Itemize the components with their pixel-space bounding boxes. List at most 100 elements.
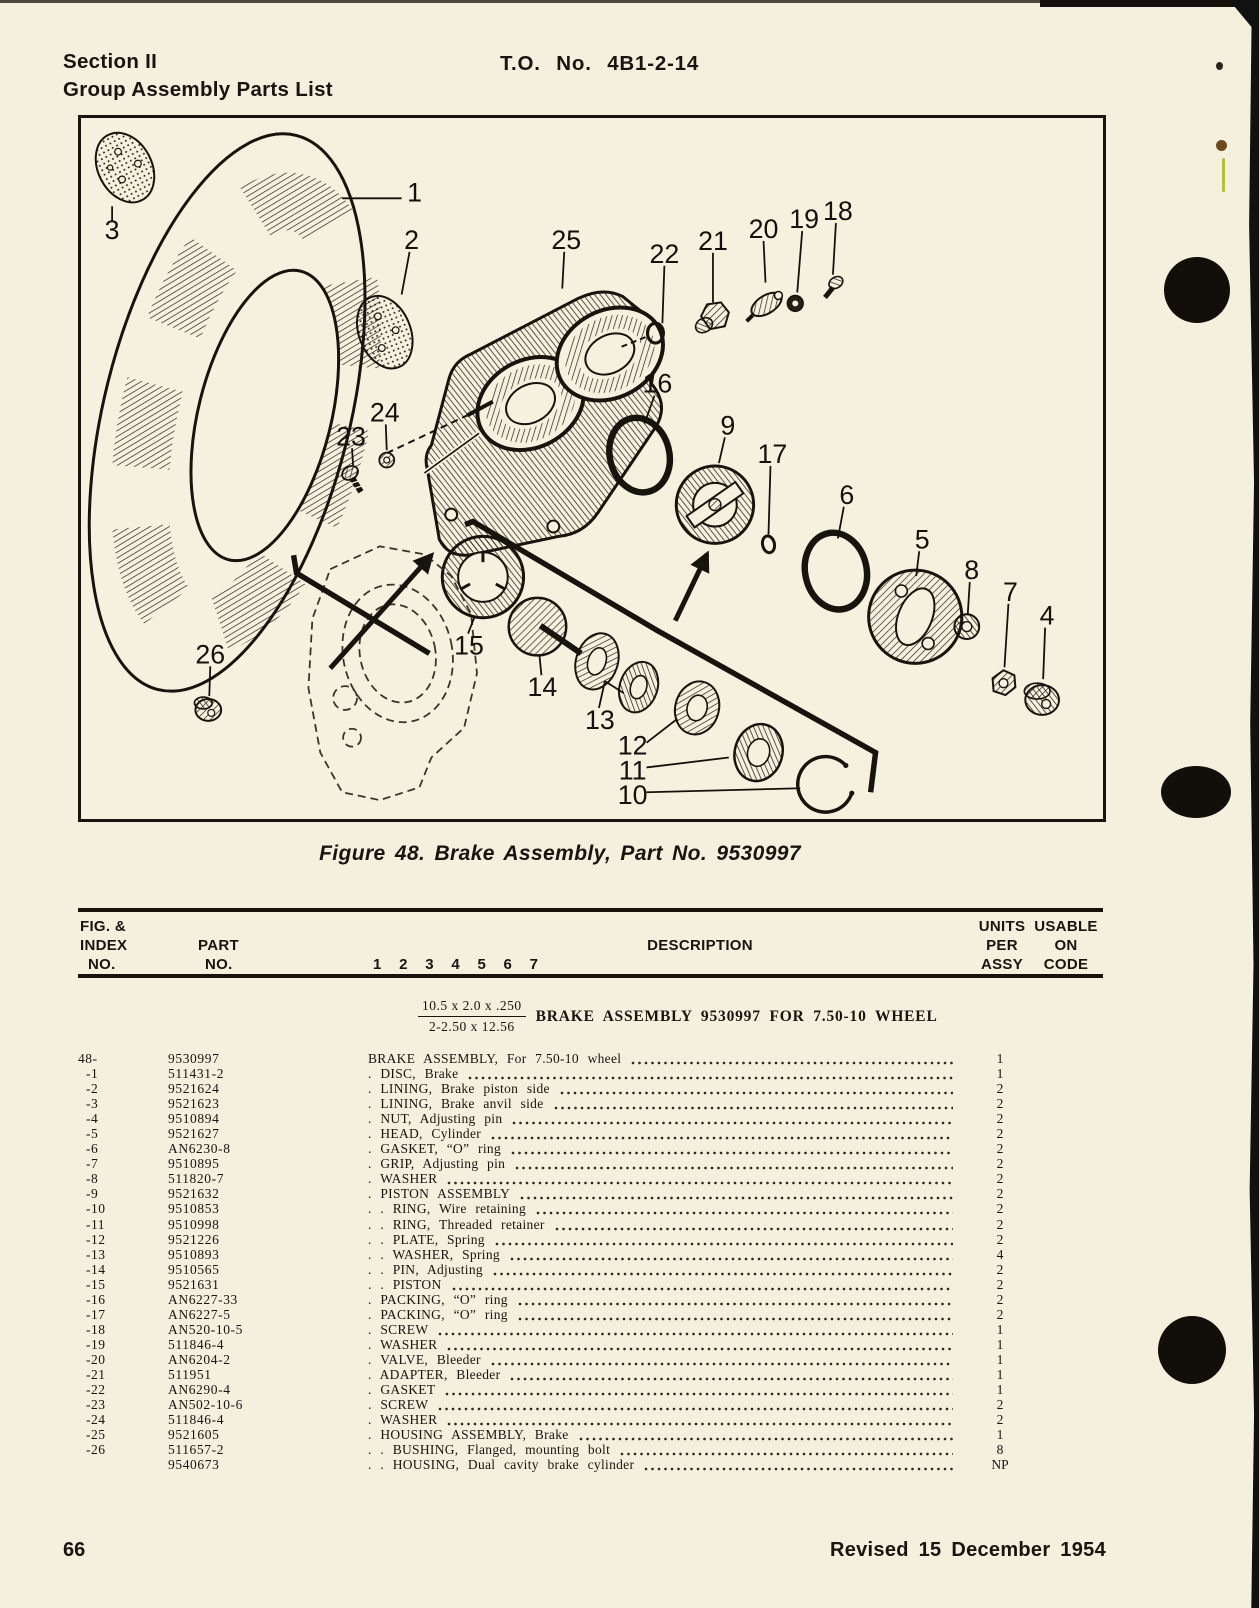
- punch-hole-bottom: [1158, 1316, 1226, 1384]
- callout-22: 22: [649, 239, 679, 269]
- lining-2-art: [356, 294, 414, 370]
- units-cell: 1: [996, 1051, 1004, 1066]
- units-cell: 2: [996, 1291, 1004, 1307]
- units-cell: 2: [996, 1276, 1004, 1292]
- part-number-cell: AN6290-4: [168, 1382, 231, 1398]
- col-description: DESCRIPTION: [647, 937, 753, 954]
- callout-9: 9: [720, 410, 735, 440]
- fig-index-cell: -20: [86, 1351, 106, 1367]
- part-number-cell: 511846-4: [168, 1336, 225, 1352]
- dot-leader: [554, 1226, 953, 1231]
- units-cell: 2: [996, 1096, 1004, 1112]
- callout-13: 13: [585, 705, 615, 735]
- part-number-cell: 9521623: [168, 1096, 220, 1112]
- o-ring-6-art: [801, 529, 871, 613]
- green-mark: [1222, 158, 1225, 192]
- callout-leader-17: [767, 465, 772, 535]
- callout-14: 14: [528, 672, 558, 702]
- dot-leader: [520, 1196, 953, 1201]
- size-denominator: 2-2.50 x 12.56: [428, 1019, 515, 1034]
- description-cell: . ADAPTER, Bleeder: [368, 1367, 961, 1383]
- col-code-line2: ON: [1054, 937, 1078, 954]
- units-cell: 1: [996, 1427, 1004, 1443]
- callout-6: 6: [839, 480, 854, 510]
- part-number-cell: 9540673: [168, 1457, 220, 1473]
- units-cell: 2: [996, 1171, 1004, 1187]
- figure-caption: Figure 48. Brake Assembly, Part No. 9530…: [319, 842, 801, 865]
- dot-leader: [468, 1076, 953, 1081]
- fig-index-cell: -16: [86, 1291, 106, 1307]
- housing-art: [422, 290, 665, 557]
- description-cell: . VALVE, Bleeder: [368, 1352, 961, 1368]
- callout-21: 21: [698, 226, 728, 256]
- callout-19: 19: [789, 204, 819, 234]
- callout-1: 1: [407, 177, 422, 207]
- dot-leader: [517, 1316, 953, 1321]
- description-cell: . . HOUSING, Dual cavity brake cylinder: [368, 1457, 961, 1473]
- callout-leader-8: [966, 581, 971, 614]
- gasket-22-art: [620, 321, 665, 348]
- fig-index-cell: -3: [86, 1096, 99, 1112]
- description-cell: . . WASHER, Spring: [368, 1247, 961, 1263]
- callout-leader-16: [643, 395, 656, 424]
- dot-leader: [447, 1181, 953, 1186]
- units-cell: 2: [996, 1141, 1004, 1157]
- assembly-brackets: [290, 518, 879, 793]
- callout-leader-18: [832, 223, 837, 275]
- piston-assembly-9-art: [674, 464, 756, 545]
- fig-index-cell: -4: [86, 1111, 99, 1127]
- part-number-cell: 511820-7: [168, 1171, 225, 1187]
- washer-24-art: [378, 451, 396, 469]
- callout-26: 26: [195, 639, 225, 669]
- col-part-line1: PART: [198, 937, 239, 954]
- description-cell: . GRIP, Adjusting pin: [368, 1156, 961, 1172]
- table-row: -3 9521623 . LINING, Brake anvil side 2: [78, 1096, 1188, 1111]
- part-number-cell: AN502-10-6: [168, 1397, 243, 1413]
- fig-index-cell: -10: [86, 1201, 106, 1217]
- description-cell: . LINING, Brake piston side: [368, 1081, 961, 1097]
- revision-date: Revised 15 December 1954: [829, 1539, 1106, 1561]
- fig-index-cell: 48-: [78, 1051, 98, 1066]
- callout-23: 23: [336, 421, 366, 451]
- fig-index-cell: -9: [86, 1186, 99, 1202]
- table-header-rule: [78, 974, 1103, 978]
- wheel-outline-art: [307, 545, 478, 802]
- callout-18: 18: [823, 196, 853, 226]
- dot-leader: [438, 1407, 953, 1412]
- part-number-cell: 9510894: [168, 1111, 220, 1127]
- dot-leader: [644, 1467, 953, 1472]
- units-cell: 2: [996, 1186, 1004, 1202]
- dot-leader: [559, 1091, 953, 1096]
- part-number-cell: 9521632: [168, 1186, 220, 1202]
- part-number-cell: 9510853: [168, 1201, 220, 1217]
- callout-leader-20: [762, 240, 767, 283]
- table-top-rule: [78, 908, 1103, 912]
- exploded-diagram: 1232522212019181691765874232426151413121…: [87, 131, 1060, 814]
- col-units-line1: UNITS: [978, 918, 1026, 935]
- callout-leader-12: [645, 718, 678, 744]
- description-cell: . LINING, Brake anvil side: [368, 1096, 961, 1112]
- callout-leader-13: [598, 680, 606, 709]
- fig-index-cell: -24: [86, 1412, 106, 1428]
- nut-7-art: [991, 669, 1017, 697]
- part-number-cell: 511431-2: [168, 1066, 225, 1082]
- size-fraction: 10.5 x 2.0 x .250 2-2.50 x 12.56: [418, 998, 526, 1035]
- callout-7: 7: [1003, 577, 1018, 607]
- fig-index-cell: -5: [86, 1126, 99, 1142]
- units-cell: 2: [996, 1412, 1004, 1428]
- col-fig-line3: NO.: [88, 956, 116, 973]
